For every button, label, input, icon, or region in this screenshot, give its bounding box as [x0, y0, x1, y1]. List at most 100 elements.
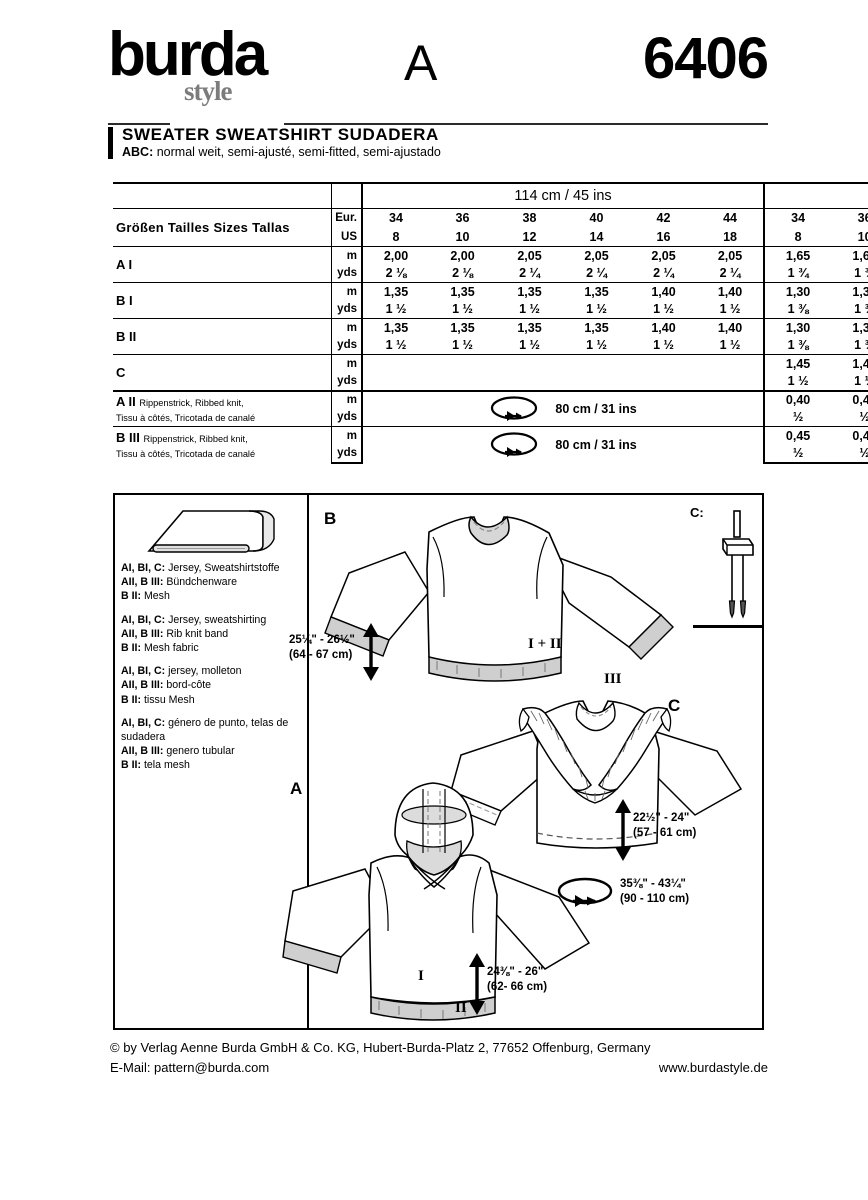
- legend-views: AI, BI, C:: [121, 613, 166, 626]
- unit-eur: Eur.: [330, 208, 362, 228]
- size-eur-3: 40: [563, 208, 630, 228]
- footer-email[interactable]: E-Mail: pattern@burda.com: [110, 1060, 270, 1075]
- row-label-b1: B I: [113, 282, 331, 319]
- legend-line: AII, B III: Bündchenware: [121, 575, 299, 589]
- legend-views: AII, B III:: [121, 745, 164, 758]
- legend-views: AII, B III:: [121, 576, 164, 589]
- burda-style-wordmark: style: [184, 76, 232, 106]
- header-width-114: 114 cm / 45 ins: [360, 182, 765, 209]
- size-us-7: 10: [857, 229, 868, 244]
- cell: 1 ¾: [763, 264, 832, 283]
- cell: 1,30: [763, 318, 832, 337]
- view-letter: A: [404, 35, 438, 91]
- notions-rule: [693, 625, 764, 628]
- unit-m: m: [330, 354, 362, 373]
- legend-group-es: AI, BI, C: género de punto, telas de sud…: [121, 716, 299, 773]
- table-row: yds 1 ½ 1 ½ 1 ¾ 1 ¾ 1 ¾ 1 ¾: [113, 372, 868, 391]
- table-row: B III Rippenstrick, Ribbed knit, Tissu à…: [113, 426, 868, 463]
- cell: 1,40: [697, 318, 765, 337]
- table-row: A I m 2,00 2,00 2,05 2,05 2,05 2,05 1,65…: [113, 246, 868, 283]
- legend-line: B II: Mesh: [121, 589, 299, 603]
- burda-logo: burda: [108, 20, 268, 89]
- measure-c-cm: (57 - 61 cm): [633, 826, 697, 839]
- row-label-a1: A I: [113, 246, 331, 283]
- cell: 1 ½: [719, 338, 741, 353]
- cell: 1 ½: [763, 372, 832, 391]
- rib-sub-1: Rippenstrick, Ribbed knit,: [143, 433, 248, 444]
- masthead: burda style A 6406: [108, 24, 769, 125]
- cell: 1 ½: [519, 338, 540, 353]
- measure-c-ins: 22½" - 24": [633, 812, 690, 824]
- folded-fabric-icon: [141, 505, 291, 563]
- table-row: yds ½ ½ ½ ½ ½ ½: [113, 408, 868, 427]
- footer-website[interactable]: www.burdastyle.de: [658, 1060, 768, 1075]
- cell: 1 ½: [653, 302, 674, 317]
- measure-a-cm: (62- 66 cm): [487, 980, 548, 993]
- illustration-letter-b: B: [324, 509, 337, 528]
- cell: 1,30: [763, 282, 832, 301]
- size-us-5: 18: [723, 229, 737, 244]
- cell: 1,40: [630, 282, 697, 301]
- cell: 2,05: [630, 246, 697, 265]
- measure-a-length: 24⅜" - 26" (62- 66 cm): [487, 965, 547, 994]
- legend-views: AI, BI, C:: [121, 716, 166, 729]
- cell: 1,35: [429, 318, 496, 337]
- measure-arrow-b-icon: [363, 623, 379, 681]
- table-row: A II Rippenstrick, Ribbed knit, Tissu à …: [113, 389, 868, 427]
- legend-line: AI, BI, C: género de punto, telas de sud…: [121, 716, 299, 744]
- cell: 2,05: [496, 246, 563, 265]
- size-us-1: 10: [455, 229, 470, 244]
- cell: 1,35: [496, 282, 563, 301]
- rib-sub-1: Rippenstrick, Ribbed knit,: [139, 397, 244, 408]
- cell: 2 ¼: [519, 266, 540, 281]
- cell: ½: [763, 408, 832, 427]
- table-row: yds 1 ½ 1 ½ 1 ½ 1 ½ 1 ½ 1 ½ 1 ⅜ 1 ⅜ 1 ⅜ …: [113, 300, 868, 319]
- footer: © by Verlag Aenne Burda GmbH & Co. KG, H…: [110, 1038, 768, 1078]
- cell: ½: [831, 444, 868, 464]
- fold-note-text: 80 cm / 31 ins: [555, 401, 637, 416]
- legend-text: genero tubular: [163, 745, 235, 758]
- cell: 1,35: [361, 282, 429, 301]
- legend-views: AI, BI, C:: [121, 665, 166, 678]
- cell: 1 ½: [452, 338, 473, 353]
- cell: 1 ⅜: [763, 300, 832, 319]
- cell: 2 ¼: [586, 266, 607, 281]
- cell: 1 ½: [361, 300, 429, 319]
- cell: 1,65: [831, 246, 868, 265]
- cell: 1 ½: [361, 336, 429, 355]
- table-row: C m 1,45 1,45 1,50 1,50 1,50 1,50: [113, 354, 868, 391]
- size-eur-4: 42: [630, 208, 697, 228]
- legend-text: Jersey, sweatshirting: [165, 613, 267, 626]
- measure-a-ins: 24⅜" - 26": [487, 966, 544, 978]
- cell: 1,35: [429, 282, 496, 301]
- header-width-140: 140 cm / 55 ins: [763, 182, 868, 209]
- fabric-fold-icon: [491, 432, 538, 457]
- view-a-piece-label-band: II: [455, 1000, 467, 1016]
- fabric-fold-icon: [491, 396, 538, 421]
- cell: 2 ¼: [653, 266, 674, 281]
- cell: 1,40: [630, 318, 697, 337]
- table-row-sizes-us: US 8 10 12 14 16 18 8 10 12 14 16 18: [113, 227, 868, 247]
- cell: 2 ⅛: [452, 266, 473, 281]
- size-eur-0: 34: [361, 208, 429, 228]
- pattern-number: 6406: [642, 26, 769, 91]
- size-eur-2: 38: [496, 208, 563, 228]
- measure-c-circ-ins: 35⅜" - 43¼": [620, 878, 686, 890]
- legend-line: AI, BI, C: jersey, molleton: [121, 664, 299, 678]
- unit-m: m: [330, 426, 362, 445]
- size-us-6: 8: [763, 227, 832, 247]
- cell: 2,05: [563, 246, 630, 265]
- cell: 1,30: [831, 282, 868, 301]
- cell: 0,45: [763, 426, 832, 445]
- illustration-panel: AI, BI, C: Jersey, Sweatshirtstoffe AII,…: [113, 493, 764, 1030]
- legend-line: AII, B III: genero tubular: [121, 744, 299, 758]
- sizes-label: Größen Tailles Sizes Tallas: [113, 208, 331, 247]
- legend-group-de: AI, BI, C: Jersey, Sweatshirtstoffe AII,…: [121, 561, 299, 604]
- legend-group-en: AI, BI, C: Jersey, sweatshirting AII, B …: [121, 613, 299, 656]
- row-label-c: C: [113, 354, 331, 391]
- cell-empty: [360, 354, 765, 373]
- legend-text: Jersey, Sweatshirtstoffe: [165, 562, 280, 574]
- cell: 1 ½: [586, 338, 607, 353]
- cell: 1 ½: [653, 338, 674, 353]
